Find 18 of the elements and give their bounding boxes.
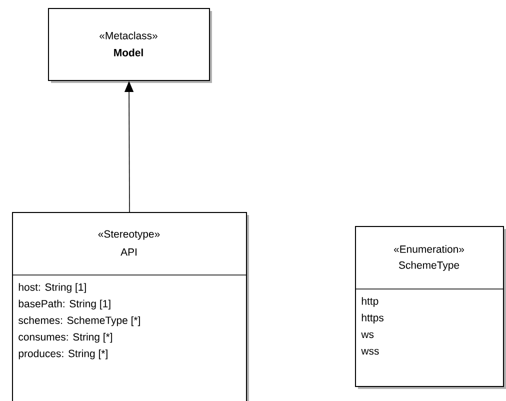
attribute-text: basePath: String [1]	[18, 300, 110, 310]
literal-text: http	[362, 297, 378, 307]
class-box	[12, 212, 249, 401]
attribute-text: produces: String [*]	[18, 350, 108, 360]
stereotype-label: «Stereotype»	[98, 230, 160, 240]
stereotype-label: «Enumeration»	[394, 245, 464, 253]
class-box	[48, 8, 212, 83]
class-name: SchemeType	[398, 261, 460, 271]
attribute-text: schemes: SchemeType [*]	[18, 316, 140, 326]
literal-text: ws	[361, 332, 374, 338]
class-box	[354, 226, 506, 389]
class-name: API	[120, 248, 136, 256]
literal-text: wss	[361, 348, 379, 355]
stereotype-label: «Metaclass»	[100, 32, 158, 40]
class-name: Model	[114, 48, 143, 56]
attribute-text: consumes: String [*]	[18, 332, 112, 343]
literal-text: https	[362, 314, 384, 324]
attribute-text: host: String [1]	[18, 283, 86, 293]
